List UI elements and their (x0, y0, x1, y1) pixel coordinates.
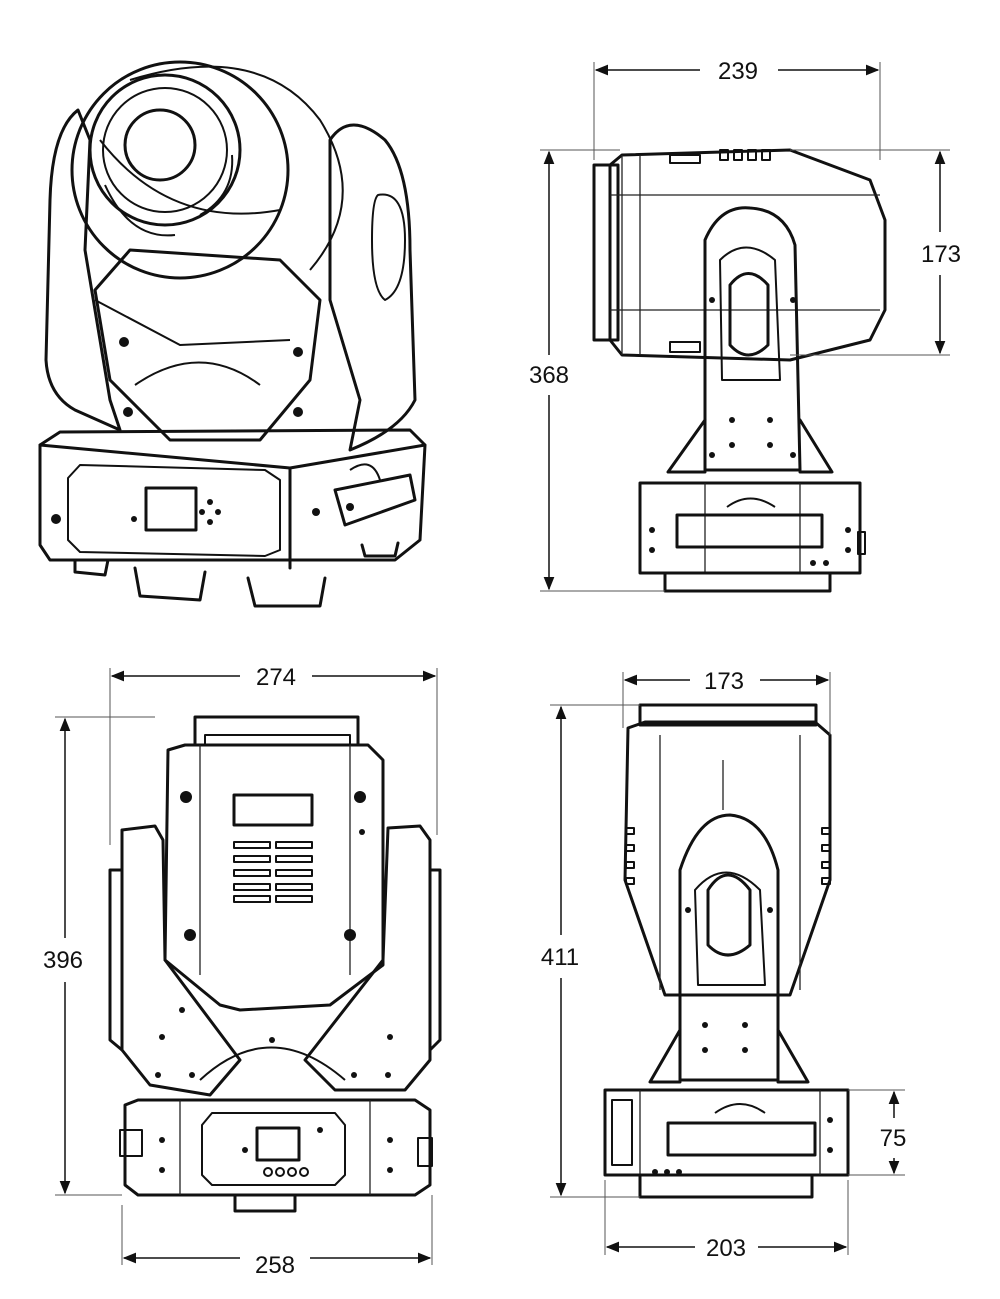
dim-label-front-base-width: 258 (255, 1252, 295, 1279)
side-view (592, 148, 887, 593)
dim-label-rear-height: 411 (541, 944, 579, 971)
dim-label-side-width: 239 (718, 58, 758, 85)
dimension-lines (55, 62, 950, 1265)
dim-label-rear-width: 173 (704, 668, 744, 695)
perspective-view (38, 60, 427, 608)
dim-label-front-height: 396 (43, 947, 83, 974)
dim-label-rear-base-width: 203 (706, 1235, 746, 1262)
front-view (108, 715, 442, 1213)
dim-label-side-head-height: 173 (921, 241, 961, 268)
dim-label-rear-base-height: 75 (880, 1125, 907, 1152)
rear-view (603, 703, 850, 1199)
dim-label-front-width: 274 (256, 664, 296, 691)
dim-label-side-total-height: 368 (529, 362, 569, 389)
